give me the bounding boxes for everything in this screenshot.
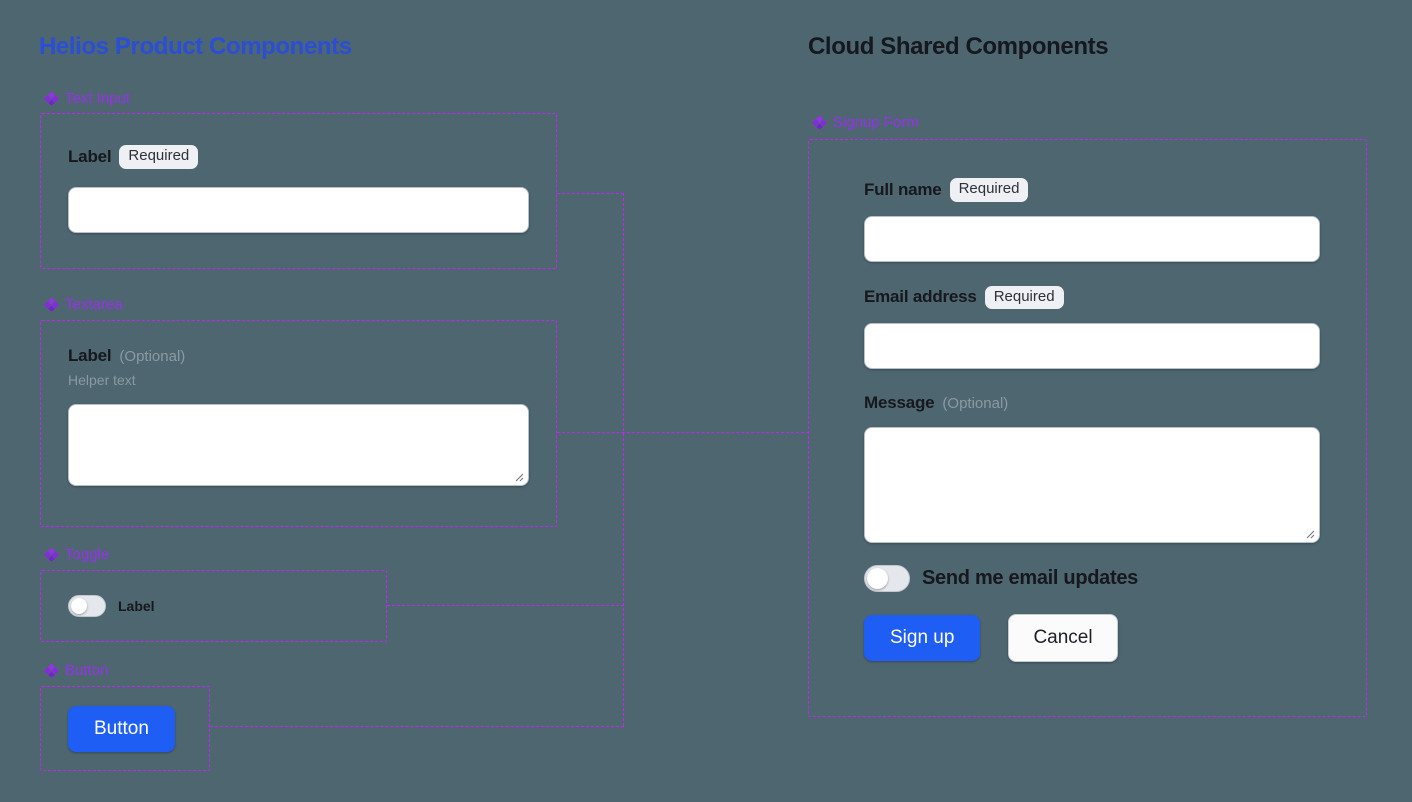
section-caption-toggle: Toggle — [44, 546, 109, 563]
email-label: Email address — [864, 287, 977, 307]
textarea-optional-badge: (Optional) — [119, 347, 186, 365]
toggle-row[interactable]: Label — [68, 595, 155, 617]
form-actions: Sign up Cancel — [864, 614, 1320, 662]
email-label-row: Email address Required — [864, 285, 1320, 309]
toggle-knob — [867, 568, 888, 589]
text-input-label-row: Label Required — [68, 145, 529, 169]
connector-text-input — [557, 193, 624, 194]
component-box-button: Button — [40, 686, 210, 771]
section-caption-label: Text Input — [65, 90, 131, 107]
resize-grip-icon[interactable] — [512, 470, 524, 482]
right-panel-title: Cloud Shared Components — [808, 33, 1109, 60]
left-panel-title: Helios Product Components — [39, 33, 352, 60]
message-label: Message — [864, 393, 935, 412]
section-caption-text-input: Text Input — [44, 90, 130, 107]
full-name-label: Full name — [864, 179, 942, 199]
email-updates-label: Send me email updates — [922, 567, 1138, 589]
section-caption-label: Button — [65, 662, 109, 679]
text-input-required-badge: Required — [119, 145, 199, 169]
section-caption-label: Textarea — [65, 296, 123, 313]
connector-textarea — [557, 432, 809, 433]
email-updates-toggle[interactable] — [864, 565, 910, 592]
demo-button[interactable]: Button — [68, 706, 175, 752]
email-input[interactable] — [864, 323, 1320, 369]
diamond-cluster-icon — [44, 297, 59, 312]
diamond-cluster-icon — [44, 91, 59, 106]
text-input-label: Label — [68, 146, 112, 166]
full-name-input[interactable] — [864, 215, 1320, 262]
section-caption-label: Toggle — [65, 546, 110, 563]
message-textarea[interactable] — [864, 427, 1320, 543]
section-caption-textarea: Textarea — [44, 296, 123, 313]
section-caption-button: Button — [44, 662, 108, 679]
textarea-label-row: Label (Optional) — [68, 346, 529, 366]
sign-up-button[interactable]: Sign up — [864, 615, 981, 661]
full-name-label-row: Full name Required — [864, 178, 1320, 202]
full-name-required-badge: Required — [949, 178, 1029, 202]
textarea-label: Label — [68, 346, 112, 365]
cancel-button[interactable]: Cancel — [1008, 614, 1118, 662]
textarea-helper-text: Helper text — [68, 372, 136, 388]
connector-toggle — [387, 605, 624, 606]
diamond-cluster-icon — [44, 663, 59, 678]
component-box-textarea: Label (Optional) Helper text — [40, 320, 557, 527]
toggle-knob — [71, 598, 87, 614]
email-updates-toggle-row[interactable]: Send me email updates — [864, 565, 1320, 592]
text-input-field[interactable] — [68, 186, 529, 233]
message-label-row: Message (Optional) — [864, 393, 1320, 413]
message-optional-badge: (Optional) — [942, 394, 1009, 412]
component-box-toggle: Label — [40, 570, 387, 642]
connector-button — [210, 726, 624, 727]
component-box-text-input: Label Required — [40, 113, 557, 269]
resize-grip-icon[interactable] — [1303, 527, 1315, 539]
textarea-field-wrapper[interactable] — [68, 404, 529, 486]
diamond-cluster-icon — [44, 547, 59, 562]
component-box-signup-form: Full name Required Email address Require… — [808, 139, 1367, 717]
section-caption-label: Signup Form — [833, 114, 919, 131]
diamond-cluster-icon — [812, 115, 827, 130]
connector-trunk-vertical — [623, 193, 624, 726]
toggle-switch[interactable] — [68, 595, 106, 617]
toggle-label: Label — [118, 598, 155, 614]
section-caption-signup-form: Signup Form — [812, 114, 919, 131]
email-required-badge: Required — [984, 285, 1064, 309]
